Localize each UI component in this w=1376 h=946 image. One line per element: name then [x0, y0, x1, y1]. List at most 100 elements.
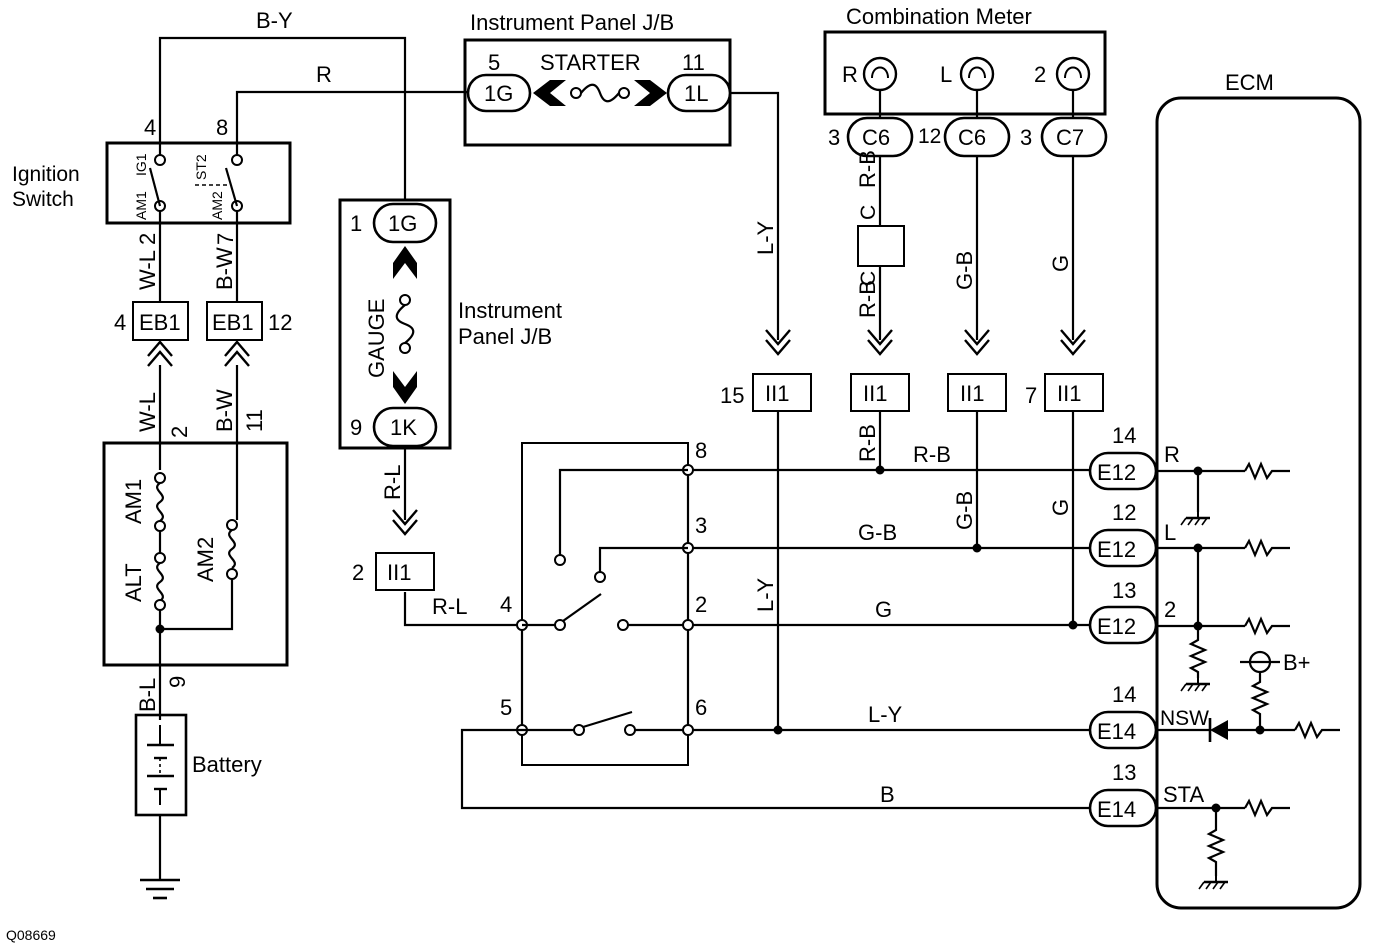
eb1-connectors: W-L B-W EB1 4 EB1 12 W-L 2 B-W 11 — [114, 211, 292, 520]
ecm-pin-14-e14: 14 — [1112, 682, 1136, 707]
ii1-15-conn: II1 — [765, 381, 789, 406]
ecm-pin-13-e14: 13 — [1112, 760, 1136, 785]
wire-label-w-l-1: W-L — [135, 250, 160, 290]
ii1-pin-7: 7 — [1025, 383, 1037, 408]
fuse-am1-label: AM1 — [121, 479, 146, 524]
starter-pin-11: 11 — [682, 50, 705, 75]
ii1-pin-15: 15 — [720, 383, 744, 408]
pin-3-c6: 3 — [828, 125, 840, 150]
fuse-am2-label: AM2 — [193, 537, 218, 582]
am2-label: AM2 — [209, 191, 225, 220]
ii1-7-conn: II1 — [1057, 381, 1081, 406]
wire-label-l-y: L-Y — [753, 220, 778, 255]
starter-fuse-label: STARTER — [540, 50, 641, 75]
eb1-pin-2: 2 — [167, 426, 192, 438]
pin-12-c6: 12 — [918, 125, 941, 148]
fusible-link-block: AM1 ALT AM2 — [102, 441, 289, 720]
gauge-panel-title: Instrument — [458, 298, 562, 323]
ecm-conn-e14-13: E14 — [1097, 797, 1136, 822]
pin-3-c7: 3 — [1020, 125, 1032, 150]
lamp-l-icon — [959, 56, 995, 92]
nsw-pin-2: 2 — [695, 592, 707, 617]
nsw-pin-4: 4 — [500, 592, 512, 617]
ii1-connectors: II1 2 II1 15 II1 II1 II1 7 — [352, 373, 1104, 591]
combination-meter-title: Combination Meter — [846, 4, 1032, 29]
wire-label-r: R — [316, 62, 332, 87]
wire-b-y: B-Y — [158, 8, 407, 200]
lamp-r-icon — [862, 56, 898, 92]
ecm-pin-13-e12: 13 — [1112, 578, 1136, 603]
ecm-conn-e12-14: E12 — [1097, 460, 1136, 485]
ii1-rb-conn: II1 — [863, 381, 887, 406]
ig-pin-8: 8 — [216, 115, 228, 140]
ecm-pin-14-e12: 14 — [1112, 423, 1136, 448]
starter-pin-5: 5 — [488, 50, 500, 75]
battery-pin-9: 9 — [165, 676, 190, 688]
ecm-signal-2: 2 — [1164, 597, 1176, 622]
combination-meter: Combination Meter R L 2 C6 3 C6 12 C7 3 — [823, 4, 1108, 158]
eb1-pin-4: 4 — [114, 310, 126, 335]
ignition-switch: Ignition Switch IG1 ST2 AM1 AM2 4 8 2 7 — [12, 115, 292, 245]
wire-label-g-b-1: G-B — [952, 251, 977, 290]
wire-label-r-b-3: R-B — [855, 424, 880, 462]
fuse-alt-label: ALT — [121, 563, 146, 602]
ig-pin-4: 4 — [144, 115, 156, 140]
ecm-signal-nsw: NSW — [1160, 707, 1209, 730]
ecm-conn-e12-12: E12 — [1097, 537, 1136, 562]
lamp-2-icon — [1055, 56, 1091, 92]
gauge-pin-9: 9 — [350, 415, 362, 440]
conn-eb1-right: EB1 — [212, 310, 254, 335]
ecm-title: ECM — [1225, 70, 1274, 95]
instrument-panel-starter: Instrument Panel J/B STARTER 5 11 1G 1L — [463, 10, 732, 147]
gauge-pin-1: 1 — [350, 211, 362, 236]
wire-label-g-1: G — [1048, 255, 1073, 272]
wire-label-l-y-2: L-Y — [753, 577, 778, 612]
wire-label-b-w-2: B-W — [212, 389, 237, 432]
conn-1g-gauge: 1G — [388, 211, 417, 236]
ecm-conn-e12-13: E12 — [1097, 614, 1136, 639]
wire-label-g-b-2: G-B — [952, 491, 977, 530]
ecm-pin-12-e12: 12 — [1112, 500, 1136, 525]
wire-label-b-w-1: B-W — [212, 247, 237, 290]
am1-label: AM1 — [133, 191, 149, 220]
wires-below-ii1: R-B G-B G — [855, 411, 1075, 626]
ii1-gb-conn: II1 — [960, 381, 984, 406]
ig-pin-7: 7 — [213, 233, 238, 245]
signal-wires: R-B G-B G L-Y — [693, 442, 1090, 735]
ignition-switch-title-2: Switch — [12, 188, 74, 211]
conn-c6-r: C6 — [862, 125, 890, 150]
wire-label-g-b-3: G-B — [858, 520, 897, 545]
instrument-panel-gauge: Instrument Panel J/B 1G 1 1K 9 GAUGE — [338, 198, 562, 450]
ii1-pin-2: 2 — [352, 560, 364, 585]
st2-label: ST2 — [193, 154, 209, 180]
wire-label-b-l: B-L — [135, 678, 160, 712]
wire-r-l: R-L R-L — [380, 446, 522, 627]
conn-1k: 1K — [390, 415, 417, 440]
wire-label-g-3: G — [875, 597, 892, 622]
ecm-signal-r: R — [1164, 442, 1180, 467]
wire-g-b-meter: G-B — [952, 156, 991, 356]
conn-1l: 1L — [684, 81, 708, 106]
gauge-fuse-label: GAUGE — [364, 299, 389, 378]
ecm-supply-b-plus: B+ — [1283, 650, 1311, 675]
lamp-label-l: L — [940, 62, 952, 87]
wire-label-r-l-2: R-L — [432, 594, 467, 619]
lamp-label-2: 2 — [1034, 62, 1046, 87]
battery: B-L 9 Battery — [134, 676, 262, 900]
nsw-pin-8: 8 — [695, 438, 707, 463]
ignition-switch-title: Ignition — [12, 163, 80, 186]
wire-label-r-l-1: R-L — [380, 465, 405, 500]
wire-r-b-meter: R-B C R-B C — [855, 150, 905, 356]
conn-1g-top: 1G — [484, 81, 513, 106]
gauge-panel-title-2: Panel J/B — [458, 324, 552, 349]
conn-c6-l: C6 — [958, 125, 986, 150]
wire-label-w-l-2: W-L — [135, 392, 160, 432]
eb1-pin-11: 11 — [242, 409, 267, 432]
park-neutral-switch: 8 3 4 2 5 6 B — [460, 438, 1090, 810]
c-mark-2: C — [857, 271, 880, 286]
ig-pin-2: 2 — [135, 233, 160, 245]
conn-c7: C7 — [1056, 125, 1084, 150]
wire-label-g-2: G — [1048, 499, 1073, 516]
ecm-conn-e14-14: E14 — [1097, 719, 1136, 744]
